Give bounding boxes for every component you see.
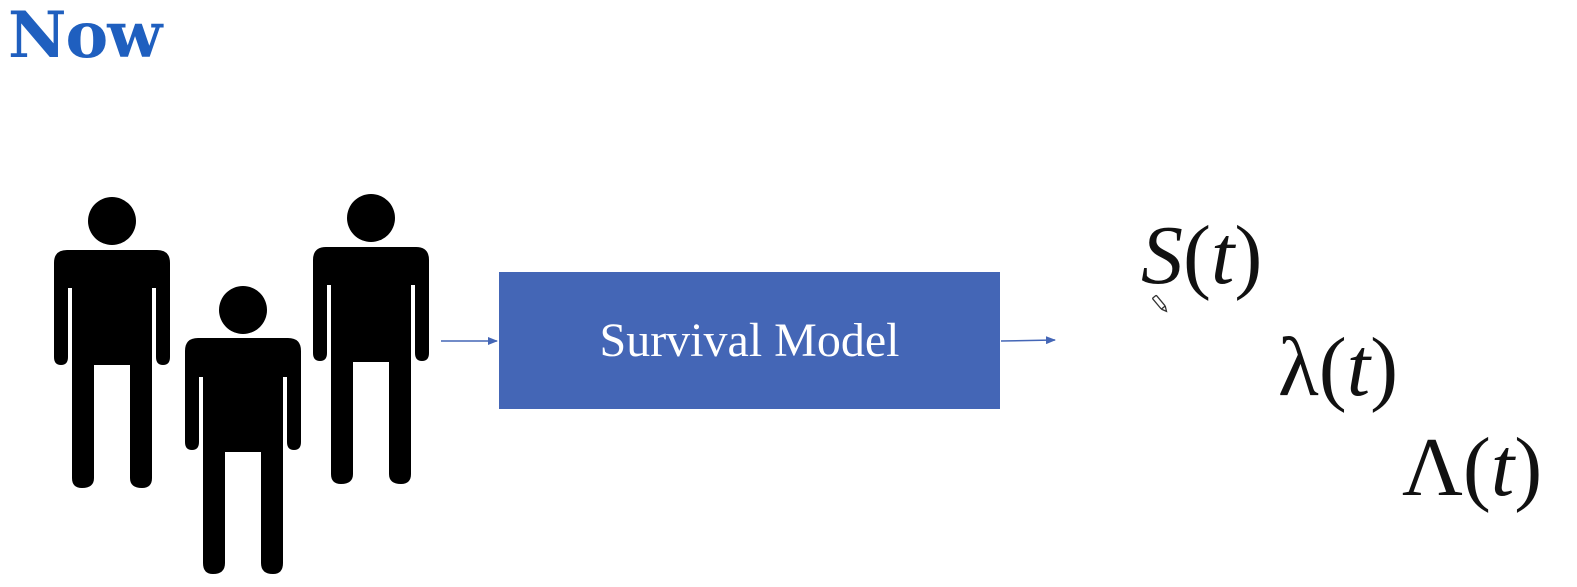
- hazard-symbol: λ: [1278, 321, 1319, 414]
- close-paren: ): [1234, 209, 1263, 302]
- person-icon: [54, 197, 170, 488]
- cumulative-hazard-symbol: Λ: [1402, 421, 1463, 514]
- time-variable: t: [1210, 209, 1235, 302]
- survival-symbol: S: [1141, 209, 1183, 302]
- close-paren: ): [1370, 321, 1399, 414]
- hazard-function-label: λ(t): [1278, 326, 1398, 410]
- survival-model-box: Survival Model: [499, 272, 1000, 409]
- pen-cursor-icon: [1152, 294, 1168, 313]
- time-variable: t: [1490, 421, 1515, 514]
- person-icon: [313, 194, 429, 484]
- close-paren: ): [1514, 421, 1543, 514]
- open-paren: (: [1183, 209, 1211, 302]
- survival-function-label: S(t): [1141, 214, 1262, 298]
- slide-title: Now: [8, 0, 162, 73]
- output-arrow: [1000, 336, 1056, 345]
- open-paren: (: [1318, 321, 1347, 414]
- open-paren: (: [1462, 421, 1491, 514]
- person-icon: [185, 286, 301, 574]
- survival-model-box-shape: [499, 272, 1000, 409]
- survival-model-label: Survival Model: [599, 314, 900, 367]
- cumulative-hazard-function-label: Λ(t): [1402, 426, 1542, 510]
- time-variable: t: [1346, 321, 1371, 414]
